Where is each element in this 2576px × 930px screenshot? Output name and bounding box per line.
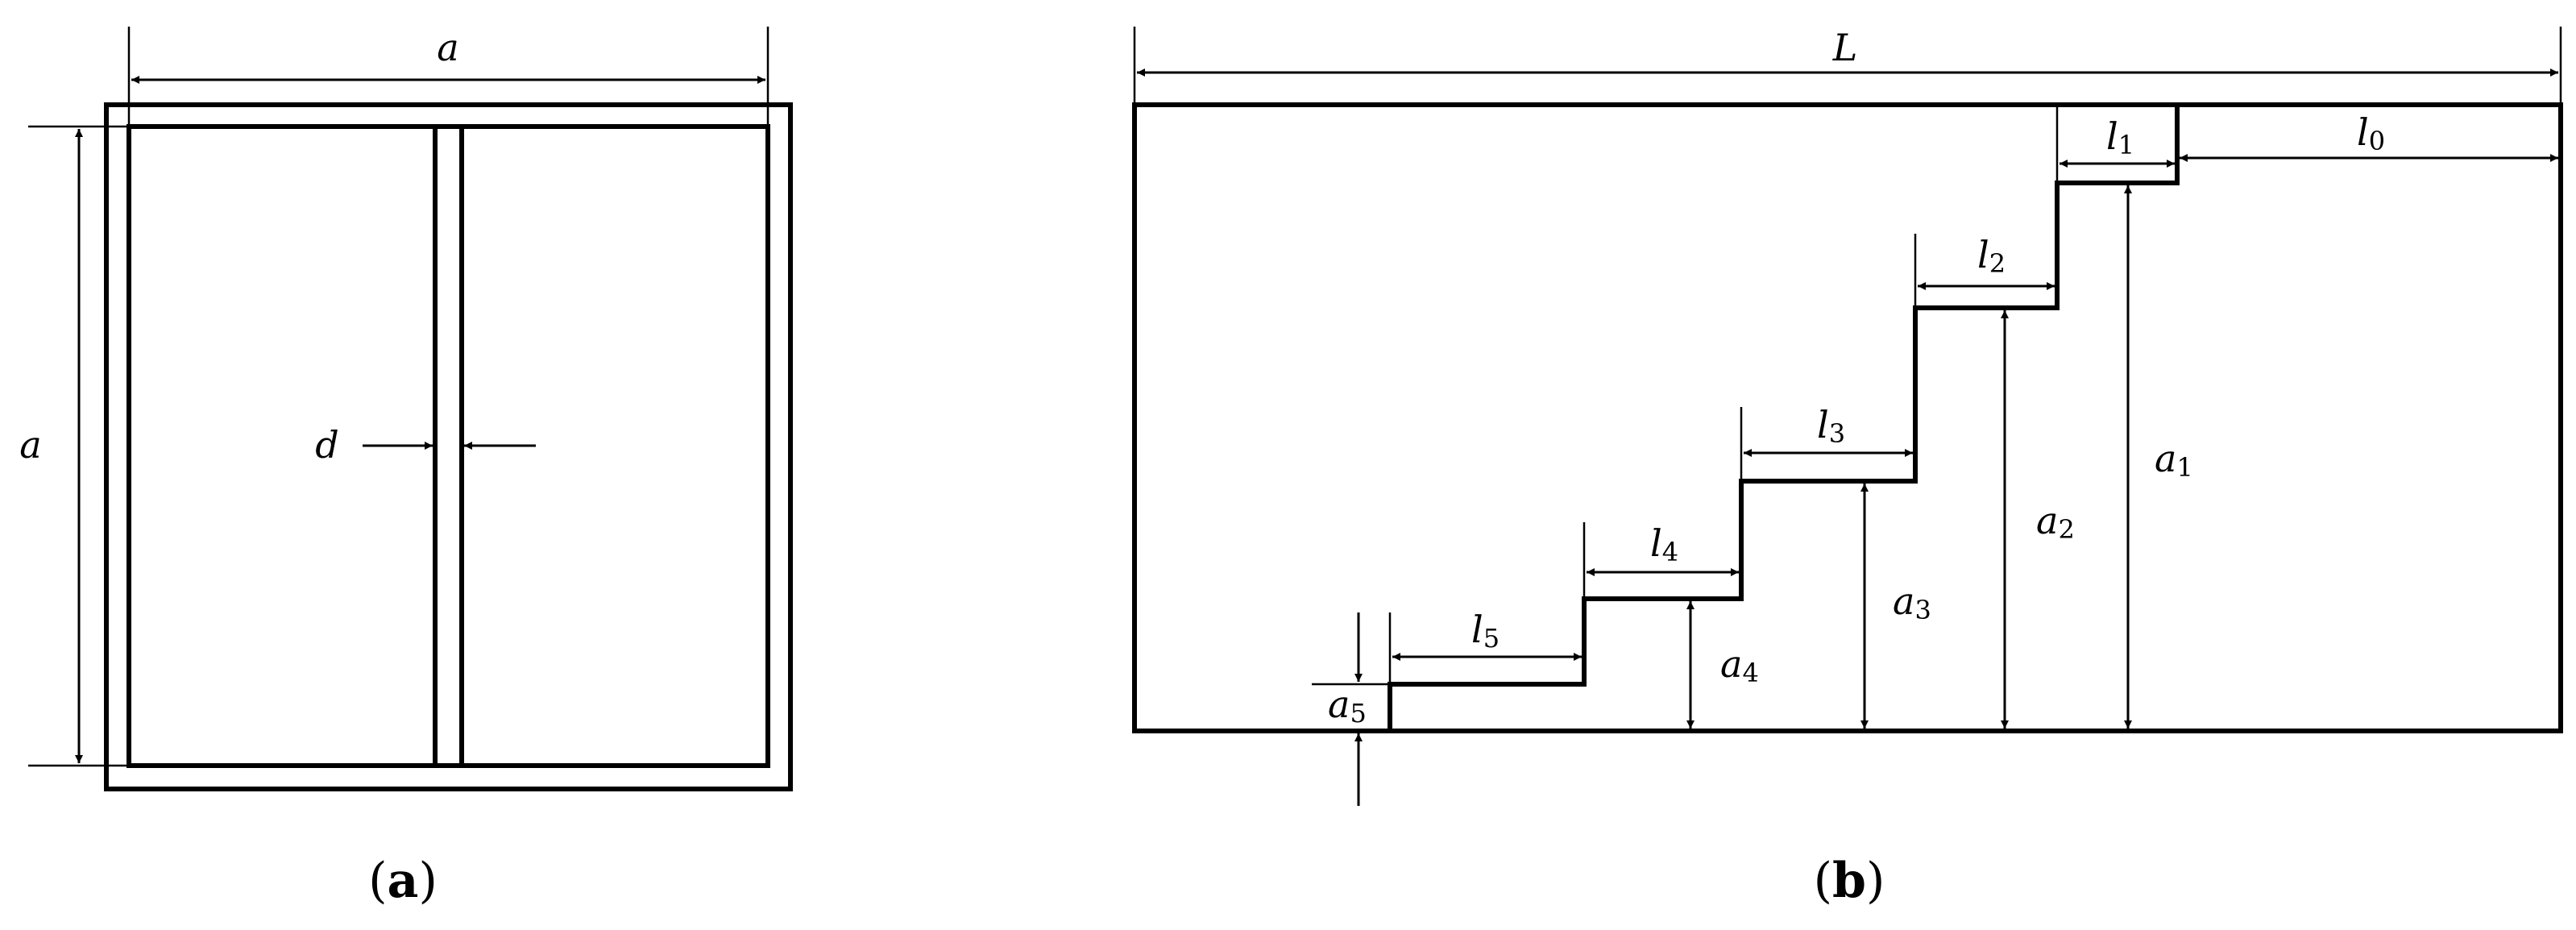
l0-label: l0 — [2357, 110, 2385, 156]
outer-square — [104, 102, 793, 791]
gap-label: d — [315, 423, 338, 467]
width-label: a — [437, 26, 458, 69]
l1-label: l1 — [2106, 114, 2134, 160]
caption-b: (b) — [1814, 853, 1885, 909]
panel-b: L l0 l1 l2 l3 l4 l5 a1 a2 a3 — [1132, 26, 2563, 909]
staircase-profile — [1388, 105, 2180, 731]
panel-a: a a d (a) — [19, 26, 793, 909]
a5-label: a5 — [1328, 683, 1367, 729]
caption-a: (a) — [368, 853, 438, 909]
l5-label: l5 — [1471, 608, 1500, 654]
a2-label: a2 — [2036, 499, 2075, 545]
l4-label: l4 — [1650, 521, 1678, 567]
l2-label: l2 — [1977, 233, 2006, 279]
total-length-label: L — [1832, 26, 1858, 69]
a1-label: a1 — [2155, 437, 2193, 483]
height-label: a — [19, 423, 41, 467]
a4-label: a4 — [1720, 642, 1759, 688]
a3-label: a3 — [1893, 579, 1931, 625]
l3-label: l3 — [1817, 403, 1845, 449]
outer-rectangle — [1132, 102, 2563, 733]
inner-square — [127, 124, 770, 768]
